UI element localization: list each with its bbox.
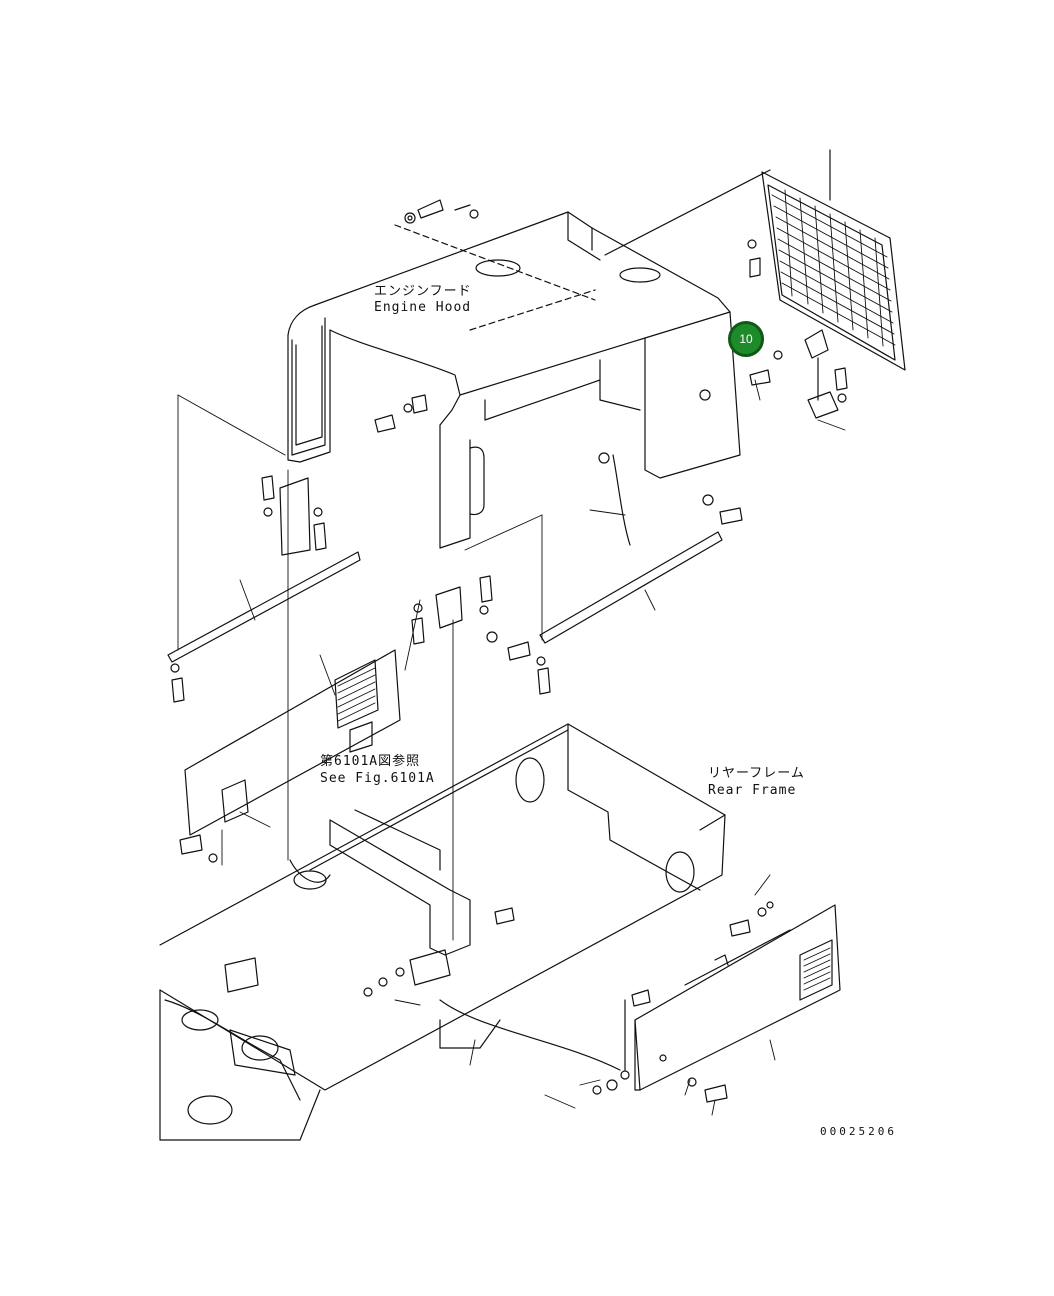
engine-hood — [287, 169, 771, 549]
side-cover — [634, 904, 841, 1091]
rear-frame-label-jp: リヤーフレーム — [708, 766, 805, 781]
left-side-cover — [184, 649, 401, 836]
support-rails — [167, 454, 723, 663]
rear-grille — [761, 149, 906, 419]
engine-hood-label-jp: エンジンフード — [374, 284, 472, 299]
drawing-number: 00025206 — [820, 1125, 897, 1138]
part-callout-10[interactable]: 10 — [728, 321, 764, 357]
fasteners — [170, 199, 848, 1103]
leader-lines — [177, 379, 846, 1116]
see-fig-label-jp: 第6101A図参照 — [320, 754, 421, 769]
rear-frame — [159, 723, 726, 1141]
rear-frame-label-en: Rear Frame — [708, 783, 797, 798]
see-fig-label-en: See Fig.6101A — [320, 771, 435, 786]
part-callout-number: 10 — [739, 332, 753, 346]
engine-hood-label-en: Engine Hood — [374, 300, 472, 315]
